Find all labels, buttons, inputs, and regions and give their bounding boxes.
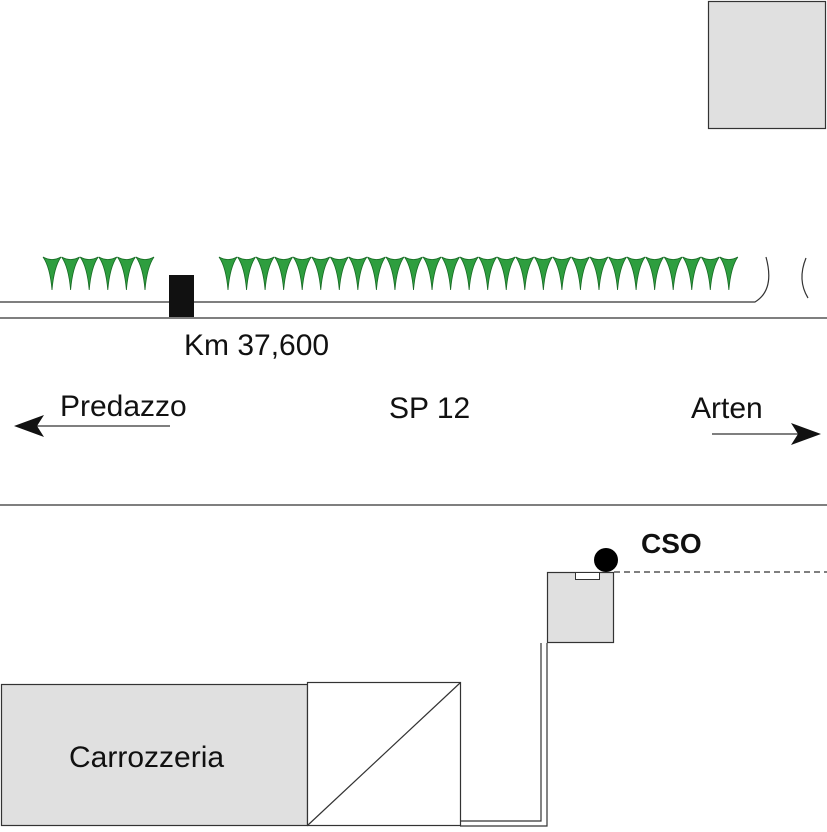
road-curve-marker bbox=[801, 257, 809, 299]
tree-icon bbox=[98, 256, 118, 291]
tree-icon bbox=[367, 256, 386, 291]
tree-icon bbox=[255, 256, 275, 291]
tree-icon bbox=[682, 256, 702, 291]
tree-icon bbox=[626, 256, 646, 291]
tree-icon bbox=[348, 256, 368, 291]
direction-right-label: Arten bbox=[691, 392, 763, 425]
station-dot bbox=[594, 548, 618, 572]
tree-icon bbox=[645, 256, 664, 291]
building-label: Carrozzeria bbox=[69, 741, 224, 774]
tree-icon bbox=[441, 256, 460, 291]
tree-icon bbox=[135, 256, 155, 291]
tree-icon bbox=[552, 256, 572, 291]
tree-icon bbox=[496, 256, 516, 291]
tree-icon bbox=[404, 256, 423, 291]
tree-icon bbox=[719, 256, 739, 291]
road-edge-north-outer bbox=[0, 256, 770, 303]
tree-icon bbox=[79, 256, 99, 291]
station-cabinet bbox=[546, 571, 615, 644]
building-annex-diagonal bbox=[307, 682, 461, 826]
tree-icon bbox=[571, 256, 590, 291]
tree-icon bbox=[663, 256, 683, 291]
tree-icon bbox=[117, 256, 136, 291]
tree-icon bbox=[700, 256, 720, 291]
hedge-row-left bbox=[42, 256, 155, 291]
tree-icon bbox=[478, 256, 498, 291]
tree-icon bbox=[329, 256, 349, 291]
tree-icon bbox=[311, 256, 331, 291]
tree-icon bbox=[422, 256, 442, 291]
building-carrozzeria bbox=[0, 683, 309, 827]
road-name-label: SP 12 bbox=[389, 392, 470, 425]
km-marker-post bbox=[169, 275, 194, 317]
direction-left-label: Predazzo bbox=[60, 390, 187, 423]
tree-icon bbox=[237, 256, 256, 291]
tree-icon bbox=[589, 256, 609, 291]
tree-icon bbox=[459, 256, 479, 291]
tree-icon bbox=[274, 256, 293, 291]
station-cabinet-slot bbox=[575, 572, 600, 580]
tree-icon bbox=[42, 256, 62, 291]
hedge-row-right bbox=[218, 256, 739, 291]
conduit-inner bbox=[460, 643, 548, 827]
tree-icon bbox=[292, 256, 312, 291]
tree-icon bbox=[608, 256, 627, 291]
tree-icon bbox=[218, 256, 238, 291]
conduit-outer bbox=[460, 643, 542, 822]
tree-icon bbox=[61, 256, 80, 291]
direction-right-arrow-head bbox=[791, 423, 821, 445]
km-marker-label: Km 37,600 bbox=[184, 329, 329, 362]
building-top-right bbox=[707, 0, 827, 130]
tree-icon bbox=[534, 256, 553, 291]
direction-left-arrow-head bbox=[14, 415, 44, 437]
tree-icon bbox=[385, 256, 405, 291]
tree-icon bbox=[515, 256, 535, 291]
station-label: CSO bbox=[641, 528, 702, 559]
